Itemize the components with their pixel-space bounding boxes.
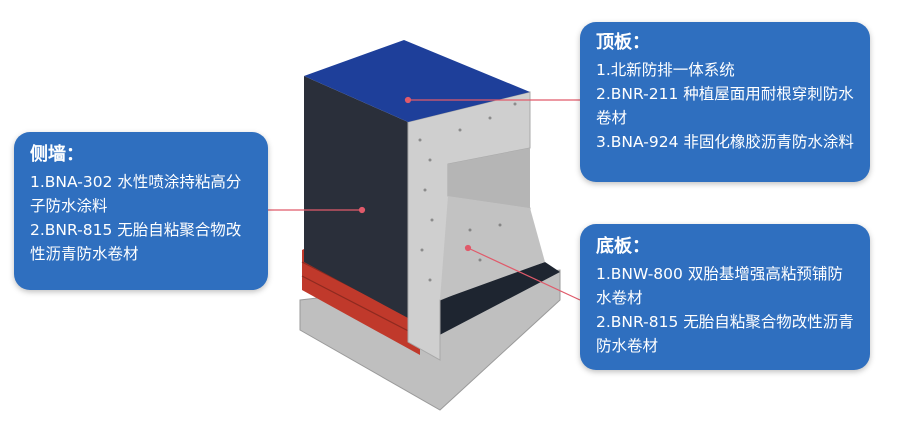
top-slab-title: 顶板： [596,32,650,53]
side-wall-membrane [304,76,408,318]
bottom-slab-line-2: 2.BNR-815 无胎自粘聚合物改性沥青防水卷材 [596,313,854,355]
side-wall-title: 侧墙： [30,144,84,165]
top-slab-line-2: 2.BNR-211 种植屋面用耐根穿刺防水卷材 [596,85,854,127]
side-wall-line-2: 2.BNR-815 无胎自粘聚合物改性沥青防水卷材 [30,221,242,263]
concrete-structure [407,91,545,361]
top-slab-callout: 顶板： 1.北新防排一体系统 2.BNR-211 种植屋面用耐根穿刺防水卷材 3… [580,22,870,182]
top-slab-line-3: 3.BNA-924 非固化橡胶沥青防水涂料 [596,133,854,151]
side-wall-line-1: 1.BNA-302 水性喷涂持粘高分子防水涂料 [30,173,242,215]
bottom-slab-line-1: 1.BNW-800 双胎基增强高粘预铺防水卷材 [596,265,843,307]
pointer-lines [268,96,581,301]
pointer-bottom [467,247,581,301]
bottom-slab-title: 底板： [596,236,650,257]
side-wall-callout: 侧墙： 1.BNA-302 水性喷涂持粘高分子防水涂料 2.BNR-815 无胎… [14,132,268,290]
top-slab-membrane [304,40,530,122]
top-slab-line-1: 1.北新防排一体系统 [596,61,735,79]
bottom-slab-callout: 底板： 1.BNW-800 双胎基增强高粘预铺防水卷材 2.BNR-815 无胎… [580,224,870,370]
